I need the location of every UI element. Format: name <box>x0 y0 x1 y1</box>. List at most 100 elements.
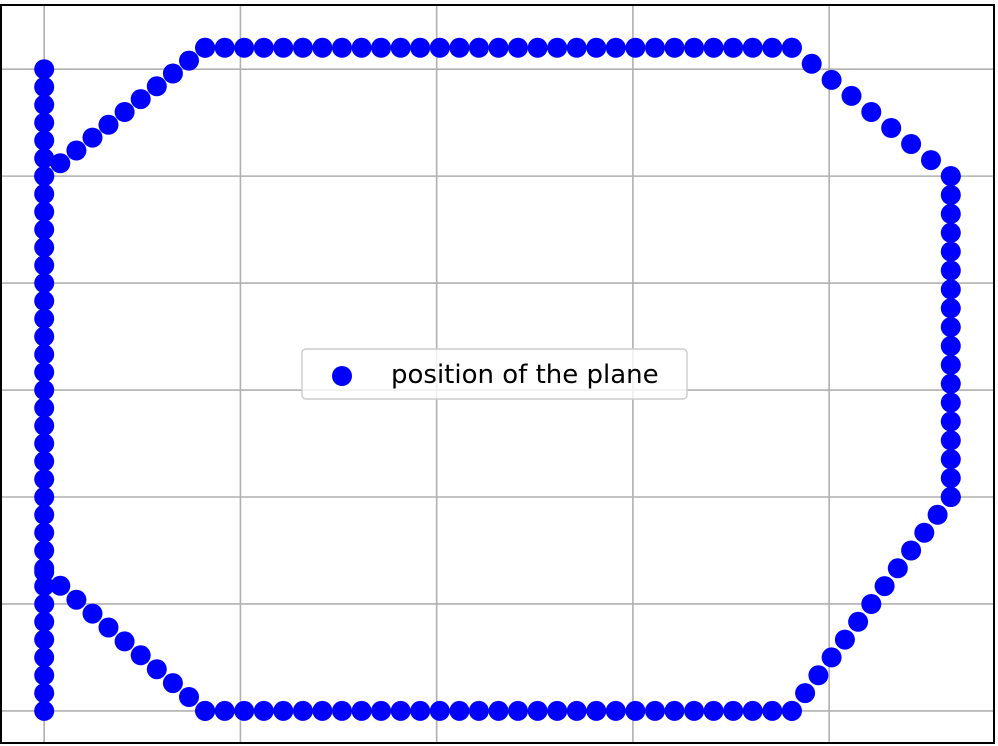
data-point <box>940 203 961 224</box>
data-point <box>34 380 55 400</box>
data-point <box>34 94 55 115</box>
data-point <box>130 89 151 110</box>
data-point <box>34 629 55 650</box>
data-point <box>940 487 961 507</box>
data-point <box>586 700 607 721</box>
data-point <box>390 37 411 58</box>
data-point <box>625 700 646 721</box>
data-point <box>664 37 685 58</box>
data-point <box>927 504 948 525</box>
data-point <box>940 185 961 205</box>
data-point <box>940 373 961 394</box>
data-point <box>808 665 829 686</box>
data-point <box>508 37 528 58</box>
data-point <box>234 700 255 721</box>
data-point <box>940 279 961 300</box>
data-point <box>645 700 665 721</box>
data-point <box>901 134 922 154</box>
data-point <box>742 700 763 721</box>
data-point <box>162 63 183 84</box>
data-point <box>821 69 842 90</box>
data-point <box>390 700 411 721</box>
data-point <box>547 700 568 721</box>
data-point <box>586 37 607 58</box>
data-point <box>214 700 235 721</box>
data-point <box>34 594 55 614</box>
data-point <box>162 673 183 694</box>
data-point <box>234 37 255 58</box>
axes-frame <box>0 4 995 744</box>
data-point <box>34 469 55 490</box>
data-point <box>332 700 352 721</box>
data-point <box>66 140 87 161</box>
data-point <box>34 561 55 582</box>
data-point <box>130 645 151 666</box>
data-point <box>940 411 961 432</box>
data-point <box>742 37 763 58</box>
data-point <box>114 631 135 652</box>
data-point <box>34 415 55 436</box>
data-point <box>34 112 55 133</box>
data-point <box>795 683 816 704</box>
data-point <box>82 603 103 624</box>
data-point <box>34 255 55 276</box>
data-point <box>901 540 922 561</box>
data-point <box>940 166 961 187</box>
data-point <box>410 37 431 58</box>
data-point <box>34 148 55 169</box>
data-point <box>861 102 882 122</box>
data-point <box>468 700 489 721</box>
data-point <box>703 700 724 721</box>
data-point <box>781 700 802 721</box>
data-point <box>98 617 119 638</box>
data-point <box>34 59 55 80</box>
data-point <box>527 700 548 721</box>
data-point <box>34 611 55 632</box>
data-point <box>887 558 908 579</box>
data-point <box>468 37 489 58</box>
data-point <box>253 37 274 58</box>
data-point <box>195 700 216 721</box>
data-point <box>114 102 135 122</box>
data-point <box>914 522 935 543</box>
data-point <box>371 37 392 58</box>
data-point <box>34 397 55 418</box>
data-point <box>351 700 372 721</box>
data-point <box>684 700 705 721</box>
data-point <box>34 344 55 365</box>
data-point <box>214 37 235 58</box>
data-point <box>34 451 55 472</box>
data-point <box>940 317 961 338</box>
data-point <box>34 273 55 294</box>
data-point <box>940 392 961 413</box>
data-point <box>488 700 509 721</box>
data-point <box>146 76 167 97</box>
data-point <box>98 114 119 135</box>
data-point <box>874 576 895 597</box>
data-point <box>488 37 509 58</box>
data-point <box>66 589 87 610</box>
data-point <box>50 153 71 174</box>
data-point <box>940 336 961 356</box>
data-point <box>723 37 744 58</box>
data-point <box>34 647 55 668</box>
data-point <box>429 700 450 721</box>
data-point <box>312 37 333 58</box>
data-point <box>834 629 855 650</box>
data-point <box>34 201 55 222</box>
data-point <box>292 700 313 721</box>
data-point <box>781 37 802 58</box>
data-point <box>940 354 961 375</box>
legend-label: position of the plane <box>391 360 659 390</box>
data-point <box>34 522 55 543</box>
data-point <box>664 700 685 721</box>
data-point <box>449 700 470 721</box>
data-point <box>841 85 862 106</box>
data-point <box>34 290 55 311</box>
data-point <box>940 449 961 470</box>
data-point <box>940 260 961 281</box>
data-point <box>921 150 941 171</box>
data-point <box>312 700 333 721</box>
data-point <box>605 37 626 58</box>
